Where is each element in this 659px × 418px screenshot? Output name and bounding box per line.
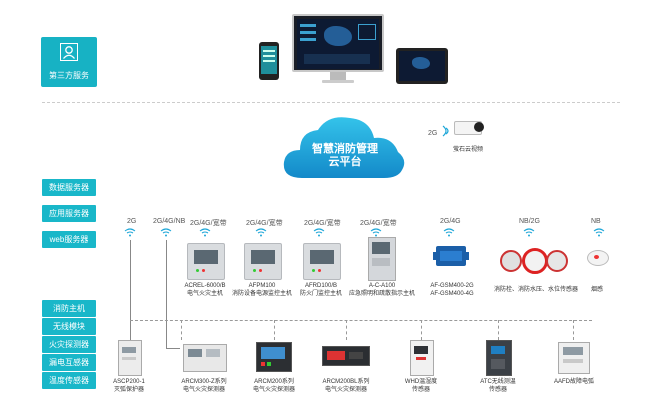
signal-label-6: 2G/4G/宽带 (360, 220, 397, 227)
device-bottom-3-line1: ARCM200系列 (254, 379, 294, 385)
device-bottom-7-line1: AAFD故障电弧 (553, 379, 594, 385)
bus-drop (421, 320, 422, 340)
bus-line (130, 320, 592, 321)
third-party-service-card[interactable]: 第三方服务 (41, 37, 97, 87)
wifi-icon (370, 228, 382, 237)
cloud-subtitle: 云平台 (328, 156, 362, 168)
device-top-4-line2: 应急照明和疏散指示主机 (348, 291, 415, 297)
device-top-6-label: 消防栓、消防水压、水位传感器 (493, 287, 578, 293)
wifi-icon (443, 228, 455, 237)
smartphone-image (259, 42, 279, 80)
device-top-2-line1: AFPM100 (248, 283, 276, 289)
signal-label-7: 2G/4G (440, 218, 461, 225)
wifi-icon (313, 228, 325, 237)
device-bottom-2-line2: 电气火灾探测器 (182, 387, 225, 393)
wireless-module-button[interactable]: 无线模块 (42, 318, 96, 335)
signal-label-9: NB (591, 218, 601, 225)
cloud-platform-icon (283, 117, 405, 178)
top-separator-line (42, 102, 620, 103)
leakage-transformer-button[interactable]: 漏电互感器 (42, 354, 96, 371)
fire-host-button[interactable]: 消防主机 (42, 300, 96, 317)
arcm200bl-device-image (322, 346, 370, 366)
wifi-icon (523, 228, 535, 237)
signal-label-1: 2G (127, 218, 137, 225)
bus-drop (181, 320, 182, 340)
web-server-button[interactable]: web服务器 (42, 231, 96, 248)
device-bottom-5-line1: WHD温湿度 (404, 379, 438, 385)
device-top-1-line2: 电气火灾主机 (186, 291, 223, 297)
app-server-button[interactable]: 应用服务器 (42, 205, 96, 222)
wifi-icon (124, 228, 136, 237)
security-camera-image (454, 120, 484, 136)
data-server-button[interactable]: 数据服务器 (42, 179, 96, 196)
ascp200-device-image (118, 340, 142, 376)
signal-label-2: 2G/4G/NB (153, 218, 186, 225)
signal-label-8: NB/2G (519, 218, 541, 225)
device-bottom-2-line1: ARCM300-Z系列 (181, 379, 227, 385)
smoke-detector-image (587, 250, 609, 266)
wifi-icon (593, 228, 605, 237)
device-top-5-line2: AF-GSM400-4G (430, 291, 474, 297)
afrd100-host-image (303, 243, 341, 280)
device-bottom-1-line2: 灭弧保护器 (113, 387, 144, 393)
camera-wifi-icon (442, 125, 449, 137)
acrel-6000-host-image (187, 243, 225, 280)
link-line (166, 240, 167, 348)
device-top-3-line1: AFRD100/B (304, 283, 337, 289)
bus-drop (573, 320, 574, 340)
bus-drop (498, 320, 499, 340)
device-bottom-5-line2: 传感器 (411, 387, 430, 393)
camera-signal-label: 2G (428, 130, 438, 137)
third-party-label: 第三方服务 (49, 71, 89, 80)
cloud-title: 智慧消防管理 (312, 143, 378, 155)
temperature-sensor-button[interactable]: 温度传感器 (42, 372, 96, 389)
link-line (130, 240, 131, 340)
signal-label-4: 2G/4G/宽带 (246, 220, 283, 227)
bus-drop (274, 320, 275, 340)
tablet-image (396, 48, 448, 84)
signal-label-5: 2G/4G/宽带 (304, 220, 341, 227)
device-top-5-line1: AF-GSM400-2G (430, 283, 474, 289)
device-bottom-6-line2: 传感器 (488, 387, 507, 393)
fire-detector-button[interactable]: 火灾探测器 (42, 336, 96, 353)
hydrant-sensor-image (500, 246, 568, 274)
desktop-monitor-image (292, 14, 384, 85)
device-top-4-line1: A-C-A100 (368, 283, 396, 289)
device-bottom-4-line1: ARCM200BL系列 (322, 379, 370, 385)
user-icon (60, 43, 78, 61)
signal-label-3: 2G/4G/宽带 (190, 220, 227, 227)
device-bottom-1-line1: ASCP200-1 (113, 379, 145, 385)
wifi-icon (160, 228, 172, 237)
camera-label: 萤石云视频 (452, 147, 483, 153)
gsm-module-image (433, 246, 469, 266)
device-bottom-4-line2: 电气火灾探测器 (324, 387, 367, 393)
bus-drop (346, 320, 347, 340)
wifi-icon (255, 228, 267, 237)
device-top-3-line2: 防火门监控主机 (299, 291, 342, 297)
atc-sensor-image (486, 340, 512, 376)
device-top-1-line1: ACREL-6000/B (184, 283, 226, 289)
aafd-device-image (558, 342, 590, 374)
arcm200-device-image (256, 342, 292, 372)
device-bottom-6-line1: ATC无线测温 (480, 379, 516, 385)
link-line (166, 348, 180, 349)
whd-sensor-image (410, 340, 434, 376)
device-bottom-3-line2: 电气火灾探测器 (252, 387, 295, 393)
wifi-icon (199, 228, 211, 237)
device-top-7-label: 烟感 (590, 287, 603, 293)
afpm100-host-image (244, 243, 282, 280)
emergency-lighting-host-image (368, 237, 396, 281)
device-top-2-line2: 消防设备电源监控主机 (231, 291, 292, 297)
arcm300-device-image (183, 344, 227, 372)
